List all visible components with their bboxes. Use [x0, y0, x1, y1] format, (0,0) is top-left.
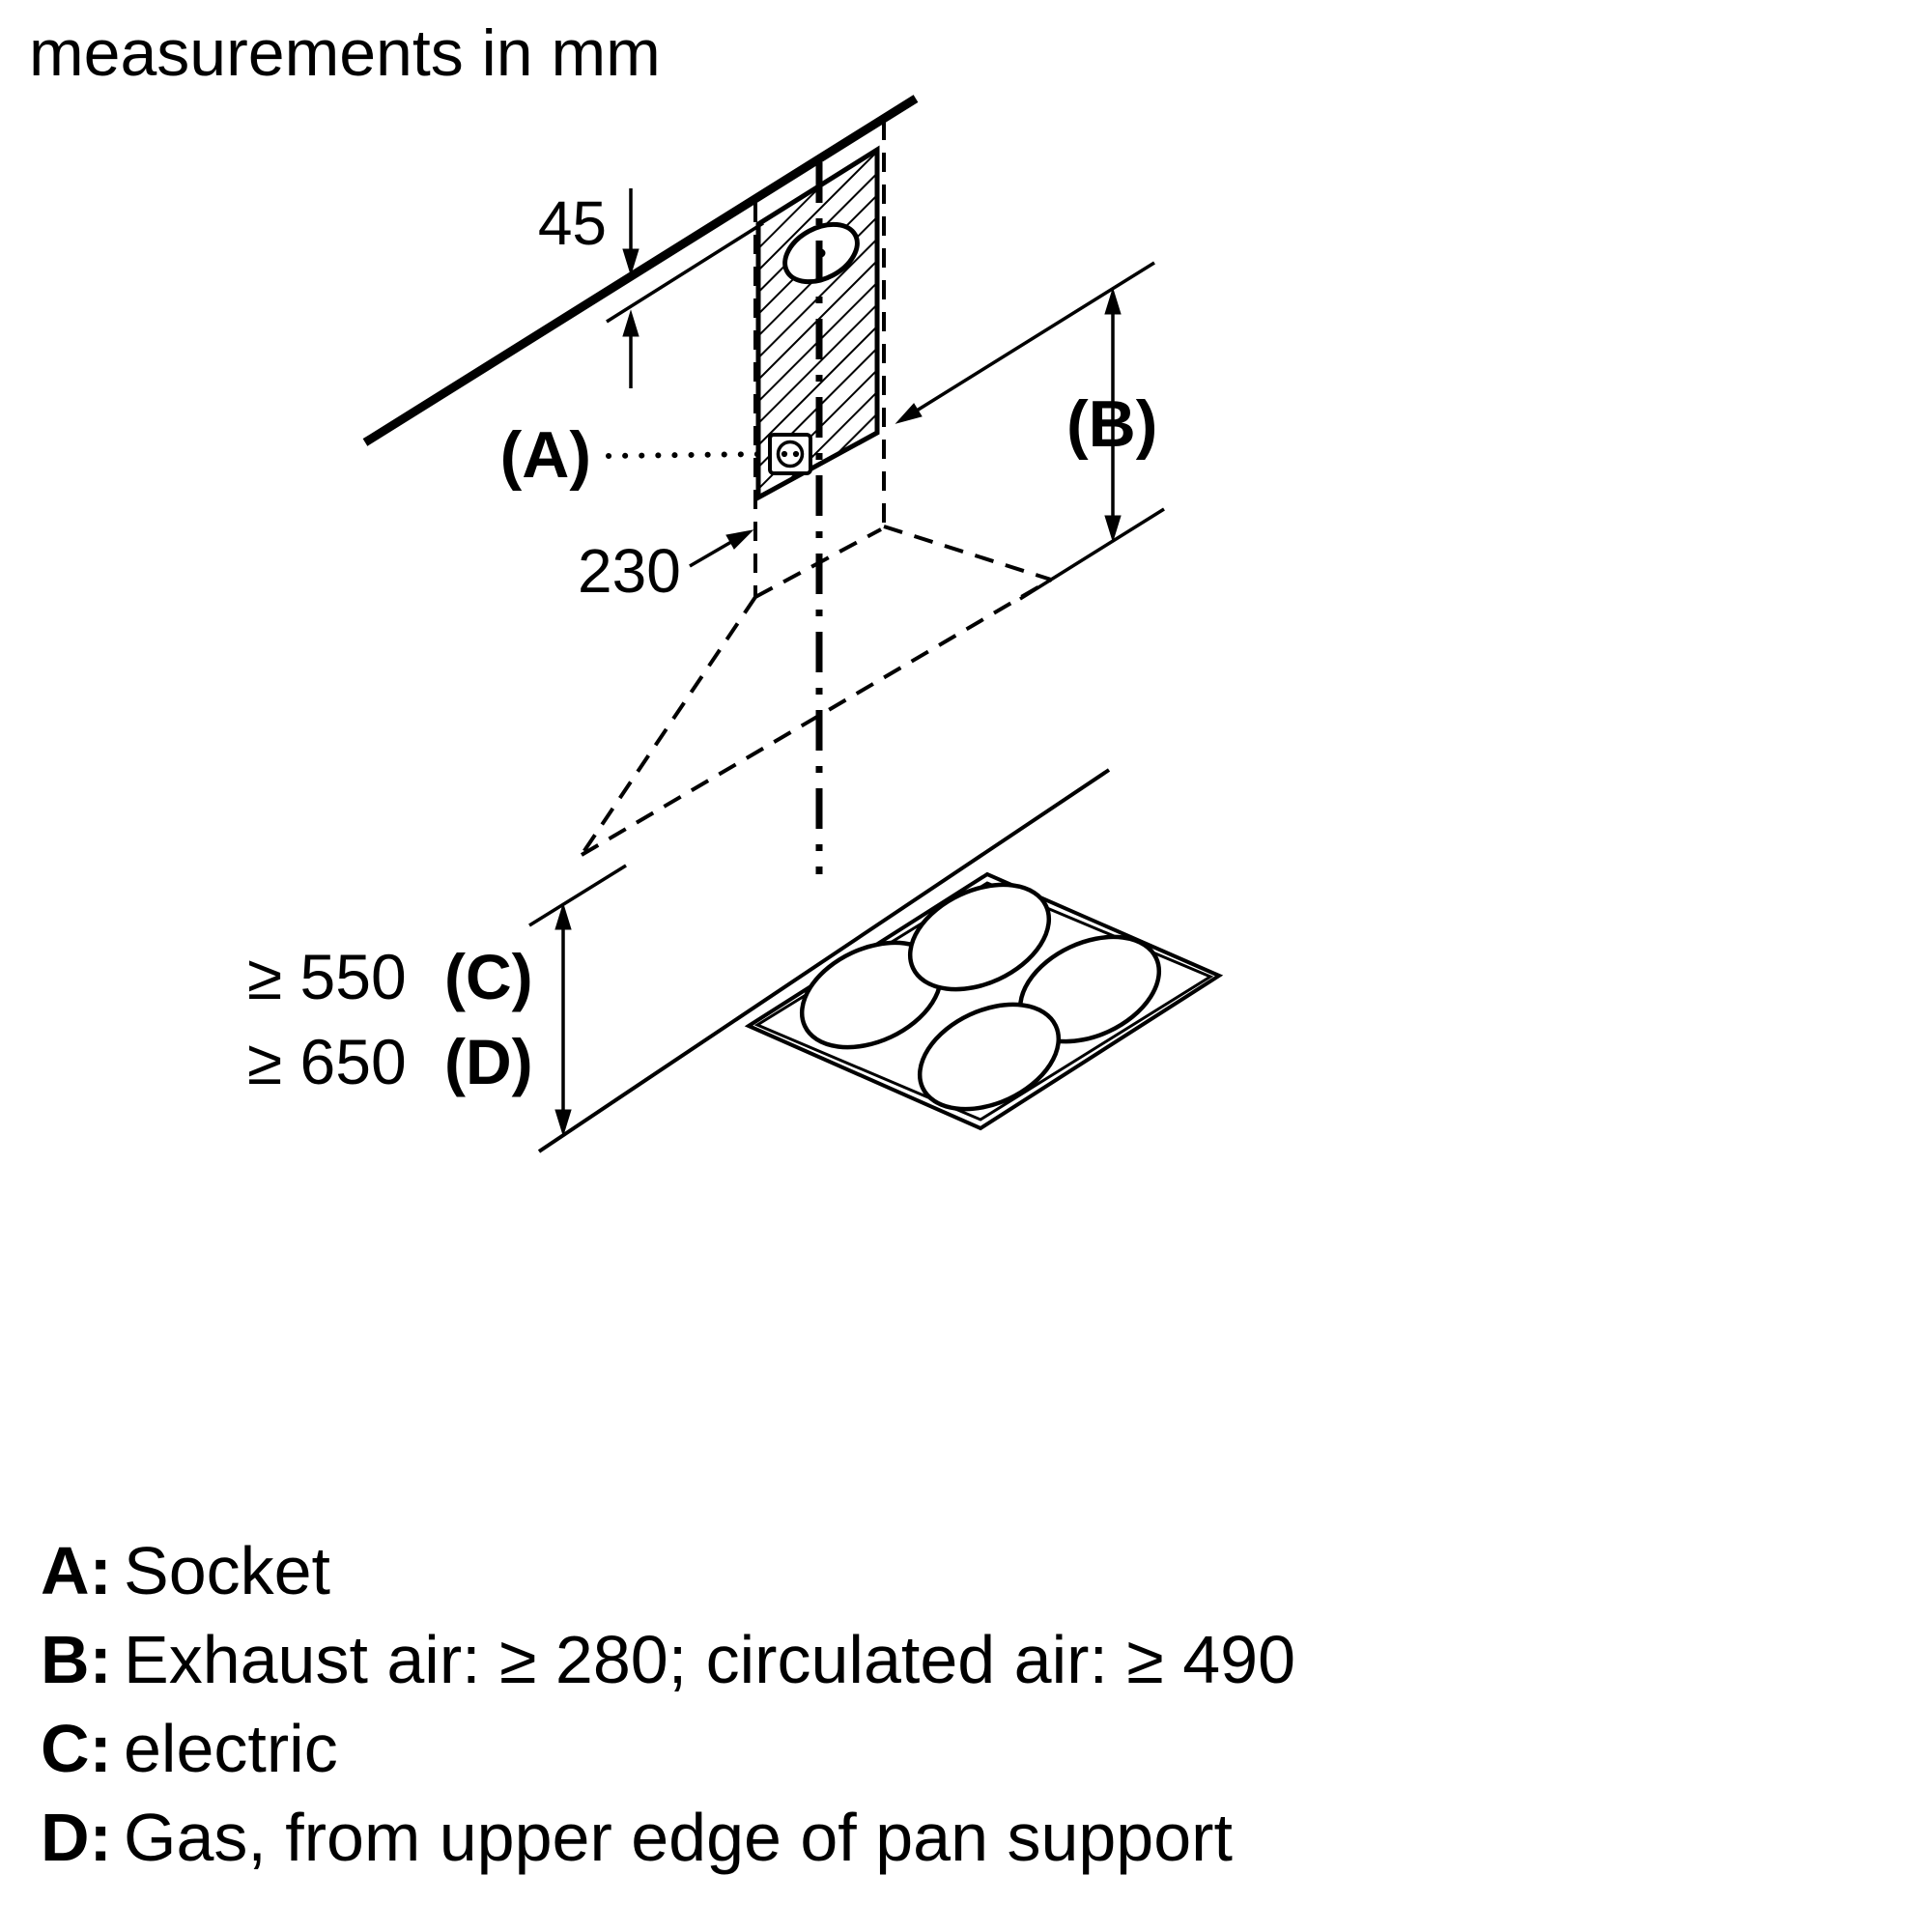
legend-text-b: Exhaust air: ≥ 280; circulated air: ≥ 49… — [124, 1622, 1296, 1697]
dim45-lower-arrowhead — [622, 309, 639, 337]
dimD-key: (D) — [444, 1026, 533, 1097]
dimCD-top-reference-line — [528, 864, 627, 927]
label-b: (B) — [1066, 387, 1157, 461]
dimB-down-arrowhead — [1104, 515, 1122, 543]
legend-key-a: A: — [41, 1533, 112, 1608]
dimC-value: ≥ 550 — [247, 941, 407, 1012]
canopy-dashed-right-edge — [883, 525, 1052, 582]
burner-front — [917, 1002, 1062, 1112]
legend-text-d: Gas, from upper edge of pan support — [124, 1800, 1233, 1875]
dimCD-down-arrowhead — [554, 1109, 572, 1137]
dim45-reference-line — [606, 221, 764, 324]
legend: A:Socket B:Exhaust air: ≥ 280; circulate… — [41, 1526, 1903, 1882]
installation-diagram: 45 (A) 230 (B) ≥ 550 (C) ≥ 650 (D) — [247, 95, 1224, 1153]
socket-icon-pin-left — [781, 450, 788, 458]
dim230-leader-shaft — [689, 540, 732, 568]
legend-key-c: C: — [41, 1711, 112, 1786]
socket-icon-pin-right — [792, 450, 800, 458]
socket-dotted-leader — [606, 451, 769, 459]
legend-item-d: D:Gas, from upper edge of pan support — [41, 1793, 1903, 1882]
label-a: (A) — [500, 418, 591, 492]
canopy-dashed-top-edge — [754, 527, 882, 599]
dim45-label: 45 — [538, 188, 607, 258]
dimC-key: (C) — [444, 941, 533, 1012]
dimB-upper-reference-line — [916, 261, 1155, 412]
dimCD-up-arrowhead — [554, 902, 572, 930]
burner-back — [907, 882, 1052, 992]
legend-item-a: A:Socket — [41, 1526, 1903, 1615]
dim45-upper-arrowhead — [622, 248, 639, 276]
dim230-arrowhead — [725, 529, 754, 550]
legend-key-b: B: — [41, 1622, 112, 1697]
legend-key-d: D: — [41, 1800, 112, 1875]
dimD-value: ≥ 650 — [247, 1026, 407, 1097]
legend-text-a: Socket — [124, 1533, 330, 1608]
dimB-lower-reference-line — [1019, 507, 1165, 601]
ceiling-line — [362, 95, 919, 446]
canopy-dashed-bottom-rim — [580, 578, 1053, 857]
dim230-label: 230 — [578, 536, 681, 606]
counter-edge-line — [537, 768, 1111, 1153]
legend-item-b: B:Exhaust air: ≥ 280; circulated air: ≥ … — [41, 1615, 1903, 1704]
dimB-up-arrowhead — [1104, 287, 1122, 315]
canopy-dashed-left-edge — [580, 595, 757, 857]
legend-text-c: electric — [124, 1711, 338, 1786]
dimB-reference-arrowhead — [895, 403, 923, 424]
socket-icon-ring — [776, 440, 805, 469]
hob-inner-outline — [753, 881, 1214, 1122]
page-title: measurements in mm — [29, 16, 661, 90]
legend-item-c: C:electric — [41, 1704, 1903, 1793]
